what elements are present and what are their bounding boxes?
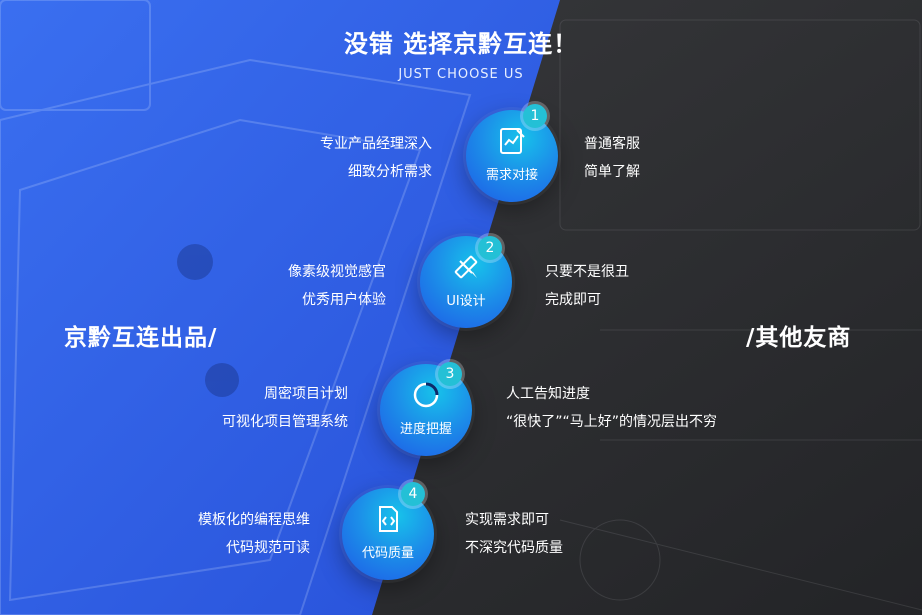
left-line: 周密项目计划	[264, 386, 348, 402]
brand-left-label: 京黔互连出品/	[64, 325, 218, 351]
right-line: 完成即可	[545, 292, 601, 308]
step-left-text: 专业产品经理深入 细致分析需求	[320, 130, 432, 186]
page-title: 没错 选择京黔互连！	[343, 30, 579, 58]
step-label: UI设计	[446, 294, 486, 309]
step-right-text: 实现需求即可 不深究代码质量	[465, 506, 563, 562]
step-circle-requirements: 需求对接	[466, 110, 558, 202]
step-label: 进度把握	[399, 422, 452, 437]
page-subtitle: JUST CHOOSE US	[398, 67, 524, 82]
step-label: 需求对接	[485, 168, 538, 183]
right-line: 不深究代码质量	[465, 540, 563, 556]
blue-decoration-dots	[177, 244, 239, 397]
step-number-badge: 1	[523, 104, 547, 128]
right-line: “很快了”“马上好”的情况层出不穷	[506, 414, 718, 430]
left-line: 代码规范可读	[226, 540, 310, 556]
pencil-ruler-icon	[454, 255, 478, 279]
right-line: 人工告知进度	[506, 386, 590, 402]
dark-decoration	[559, 19, 922, 611]
blue-half	[0, 0, 560, 615]
header: 没错 选择京黔互连！ JUST CHOOSE US	[0, 24, 922, 82]
document-chart-icon	[500, 128, 525, 154]
left-line: 可视化项目管理系统	[222, 414, 348, 430]
left-line: 模板化的编程思维	[198, 512, 310, 528]
step-left-text: 周密项目计划 可视化项目管理系统	[222, 380, 348, 436]
right-line: 实现需求即可	[465, 512, 549, 528]
progress-ring-icon	[413, 382, 439, 408]
step-label: 代码质量	[361, 546, 414, 561]
code-file-icon	[379, 506, 398, 532]
step-right-text: 普通客服 简单了解	[584, 130, 640, 186]
step-left-text: 像素级视觉感官 优秀用户体验	[288, 258, 386, 314]
step-number-badge: 2	[478, 236, 502, 260]
step-right-text: 人工告知进度 “很快了”“马上好”的情况层出不穷	[506, 380, 717, 436]
step-left-text: 模板化的编程思维 代码规范可读	[198, 506, 310, 562]
step-number-badge: 3	[438, 362, 462, 386]
right-line: 普通客服	[584, 136, 640, 152]
left-line: 像素级视觉感官	[288, 264, 386, 280]
blue-decoration	[0, 0, 472, 615]
left-line: 专业产品经理深入	[320, 136, 432, 152]
step-circle-code-quality: 代码质量	[342, 488, 434, 580]
right-line: 简单了解	[584, 164, 640, 180]
left-line: 优秀用户体验	[302, 292, 386, 308]
right-line: 只要不是很丑	[545, 264, 629, 280]
brand-right-label: /其他友商	[746, 325, 852, 351]
step-number-badge: 4	[401, 482, 425, 506]
step-right-text: 只要不是很丑 完成即可	[545, 258, 629, 314]
left-line: 细致分析需求	[348, 164, 432, 180]
